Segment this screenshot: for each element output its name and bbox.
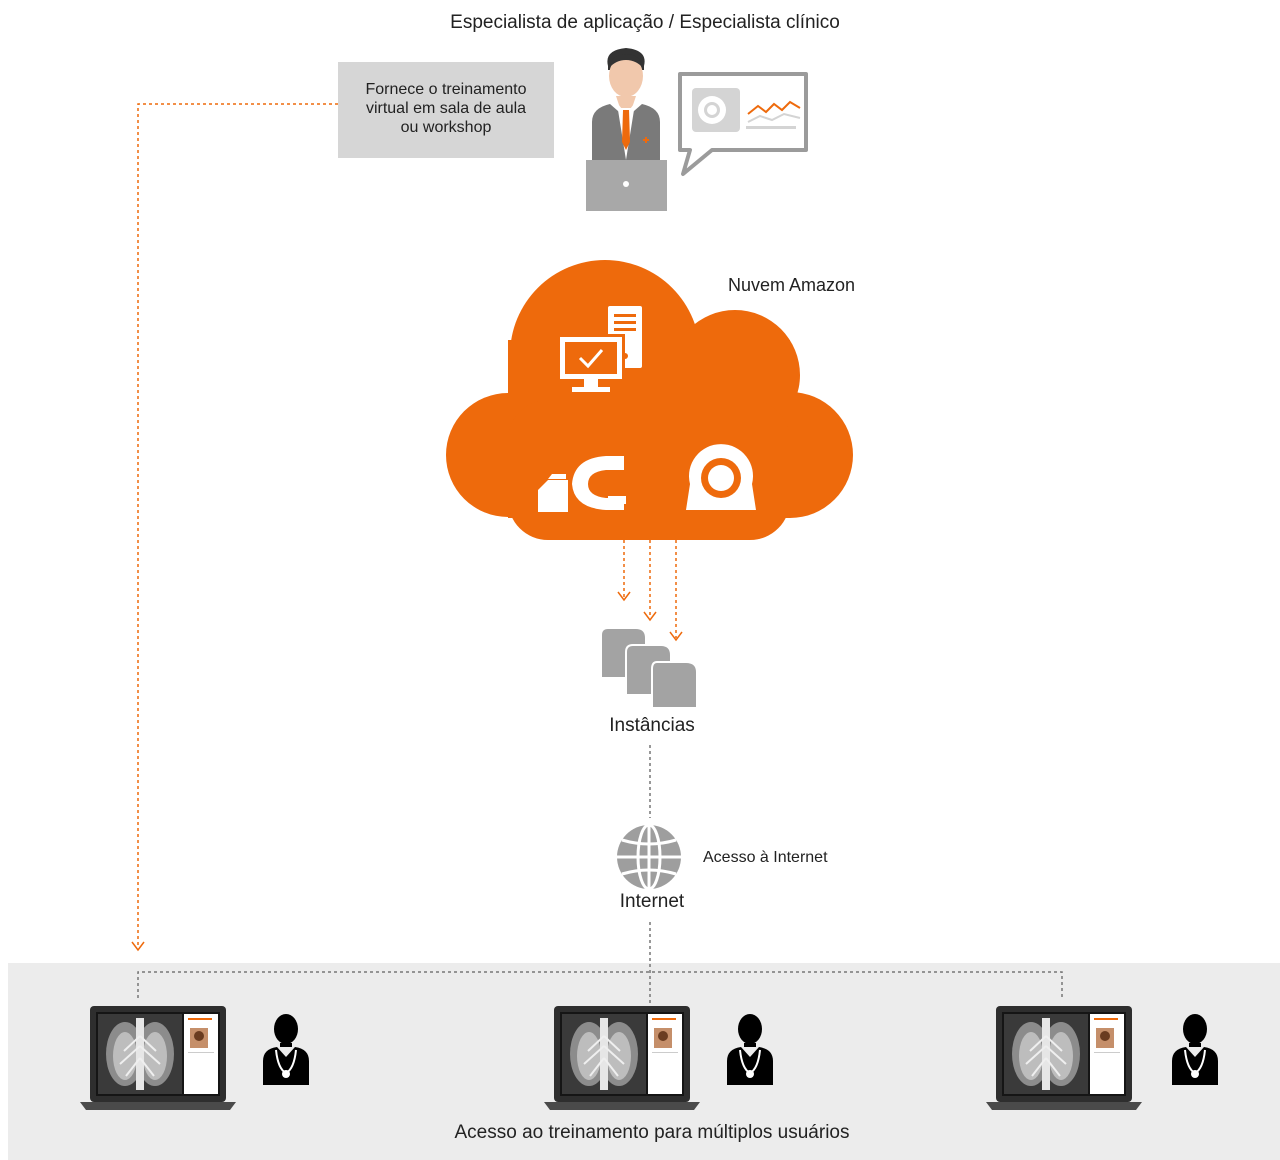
globe-icon <box>617 823 681 891</box>
cloud-to-instances-arrows <box>617 540 683 642</box>
doctor-icon <box>262 1013 310 1086</box>
callout-line-2: virtual em sala de aula <box>365 100 527 117</box>
doctor-icon <box>726 1013 774 1086</box>
cloud-label: Nuvem Amazon <box>728 275 856 295</box>
top-title: Especialista de aplicação / Especialista… <box>450 12 840 33</box>
callout-line-3: ou workshop <box>400 119 492 136</box>
callout-line-1: Fornece o treinamento <box>365 81 527 98</box>
presentation-screen-icon <box>678 72 808 176</box>
laptop-lung-scan-icon <box>543 1005 701 1111</box>
connector-training-dotted <box>131 103 338 952</box>
internet-access-label: Acesso à Internet <box>703 849 828 866</box>
presenter-icon <box>586 48 667 211</box>
callout-box: Fornece o treinamento virtual em sala de… <box>338 62 554 158</box>
network-lines <box>137 745 1063 1008</box>
ct-scanner-icon <box>538 456 626 512</box>
laptop-lung-scan-icon <box>79 1005 237 1111</box>
laptop-lung-scan-icon <box>985 1005 1143 1111</box>
instances-stack-icon <box>600 627 698 709</box>
amazon-cloud-icon <box>446 260 853 540</box>
bottom-caption: Acesso ao treinamento para múltiplos usu… <box>454 1122 850 1143</box>
instances-label: Instâncias <box>609 715 695 736</box>
desktop-computer-icon <box>557 306 642 392</box>
mri-scanner-icon <box>686 444 756 510</box>
internet-label: Internet <box>619 891 685 912</box>
doctor-icon <box>1171 1013 1219 1086</box>
